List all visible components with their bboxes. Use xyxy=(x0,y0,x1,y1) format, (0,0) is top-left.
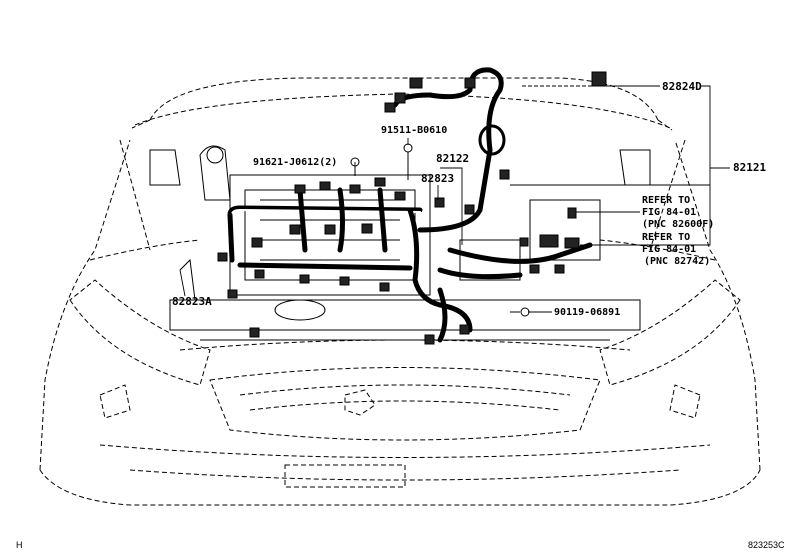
diagram-id: 823253C xyxy=(748,540,785,550)
refer-note-1-line2: FIG 84-01 xyxy=(642,207,697,218)
refer-note-1-line3: (PNC 82600F) xyxy=(642,219,715,230)
part-label-82823: 82823 xyxy=(421,172,455,185)
part-label-82121: 82121 xyxy=(733,161,767,174)
part-label-82824d: 82824D xyxy=(662,80,702,93)
refer-note-2-line2: FIG 84-01 xyxy=(642,244,697,255)
refer-note-2-line3: (PNC 82742) xyxy=(644,256,711,267)
leader-lines xyxy=(179,85,730,313)
vehicle-body-outline xyxy=(39,139,761,506)
corner-code-left: H xyxy=(16,540,23,550)
part-label-91621-j0612: 91621-J0612(2) xyxy=(253,157,338,168)
wiring-harness xyxy=(227,67,593,343)
part-label-90119-06891: 90119-06891 xyxy=(554,307,621,318)
part-label-82122: 82122 xyxy=(436,152,470,165)
refer-note-2-line1: REFER TO xyxy=(642,232,691,243)
harness-connectors xyxy=(217,71,607,345)
part-label-82823a: 82823A xyxy=(172,295,212,308)
refer-note-1-line1: REFER TO xyxy=(642,195,691,206)
part-label-91511-b0610: 91511-B0610 xyxy=(381,125,448,136)
